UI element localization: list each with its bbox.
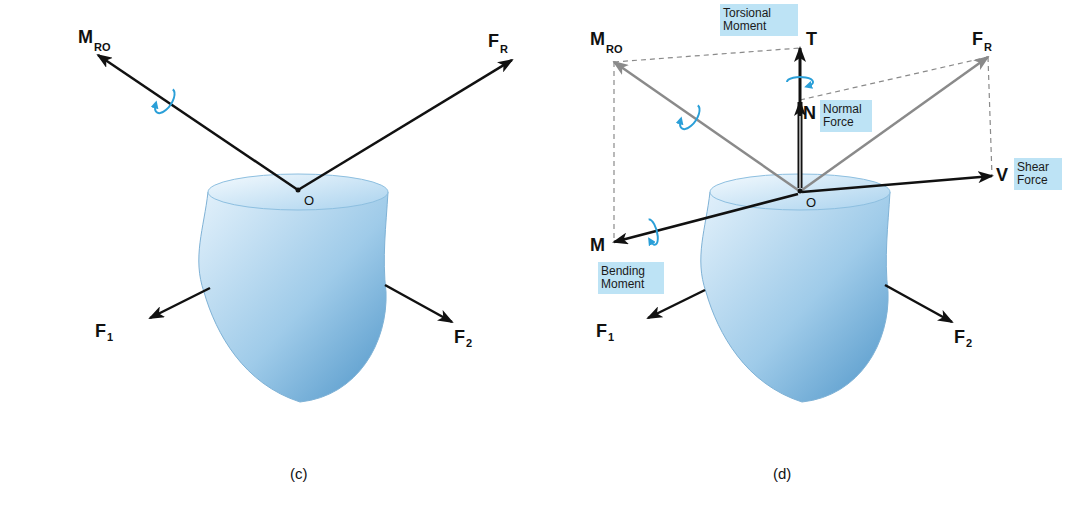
- label-box: Shear Force: [1014, 158, 1062, 190]
- body: [199, 174, 388, 402]
- force-vector: [798, 102, 803, 188]
- body: [701, 174, 890, 402]
- panel-label: (d): [773, 466, 791, 481]
- box-text: Torsional Moment: [723, 7, 795, 33]
- force-vector: [614, 194, 798, 242]
- vector-symbol: F: [596, 322, 607, 340]
- subscript: RO: [606, 44, 623, 55]
- construction-line: [614, 48, 992, 242]
- force-vector: [614, 62, 798, 190]
- subscript: RO: [94, 42, 111, 53]
- vector-symbol: M: [590, 30, 605, 48]
- force-vector: [385, 285, 452, 322]
- box-text: Normal Force: [823, 103, 869, 129]
- force-vector: [802, 176, 992, 192]
- vector-highlight: [799, 116, 800, 188]
- subscript: 1: [608, 332, 614, 343]
- point-o: [296, 188, 301, 193]
- force-vector: [799, 48, 802, 188]
- point-o: [798, 189, 803, 194]
- vector-symbol: F: [488, 32, 499, 50]
- vector-symbol: M: [78, 28, 93, 46]
- force-vector: [298, 60, 512, 190]
- force-vector: [98, 55, 298, 190]
- vector-symbol: F: [95, 322, 106, 340]
- vector-symbol: F: [954, 328, 965, 346]
- label-box: Normal Force: [820, 100, 872, 132]
- vector-symbol: F: [972, 30, 983, 48]
- vector-symbol: V: [996, 166, 1008, 184]
- force-vector: [150, 288, 210, 318]
- panel-label: (c): [290, 466, 308, 481]
- vector-symbol: N: [803, 104, 816, 122]
- force-vector: [885, 285, 952, 322]
- subscript: R: [984, 42, 992, 53]
- point-label: O: [806, 196, 816, 209]
- label-box: Torsional Moment: [720, 4, 798, 36]
- box-text: Shear Force: [1017, 161, 1059, 187]
- subscript: 2: [966, 338, 972, 349]
- vector-symbol: T: [806, 30, 817, 48]
- subscript: 1: [107, 332, 113, 343]
- vector-symbol: F: [454, 328, 465, 346]
- label-box: Bending Moment: [598, 262, 664, 294]
- moment-swirl: [152, 77, 813, 246]
- force-vector: [802, 57, 988, 190]
- vector-symbol: M: [590, 236, 605, 254]
- subscript: 2: [466, 338, 472, 349]
- subscript: R: [500, 44, 508, 55]
- box-text: Bending Moment: [601, 265, 661, 291]
- point-label: O: [304, 194, 314, 207]
